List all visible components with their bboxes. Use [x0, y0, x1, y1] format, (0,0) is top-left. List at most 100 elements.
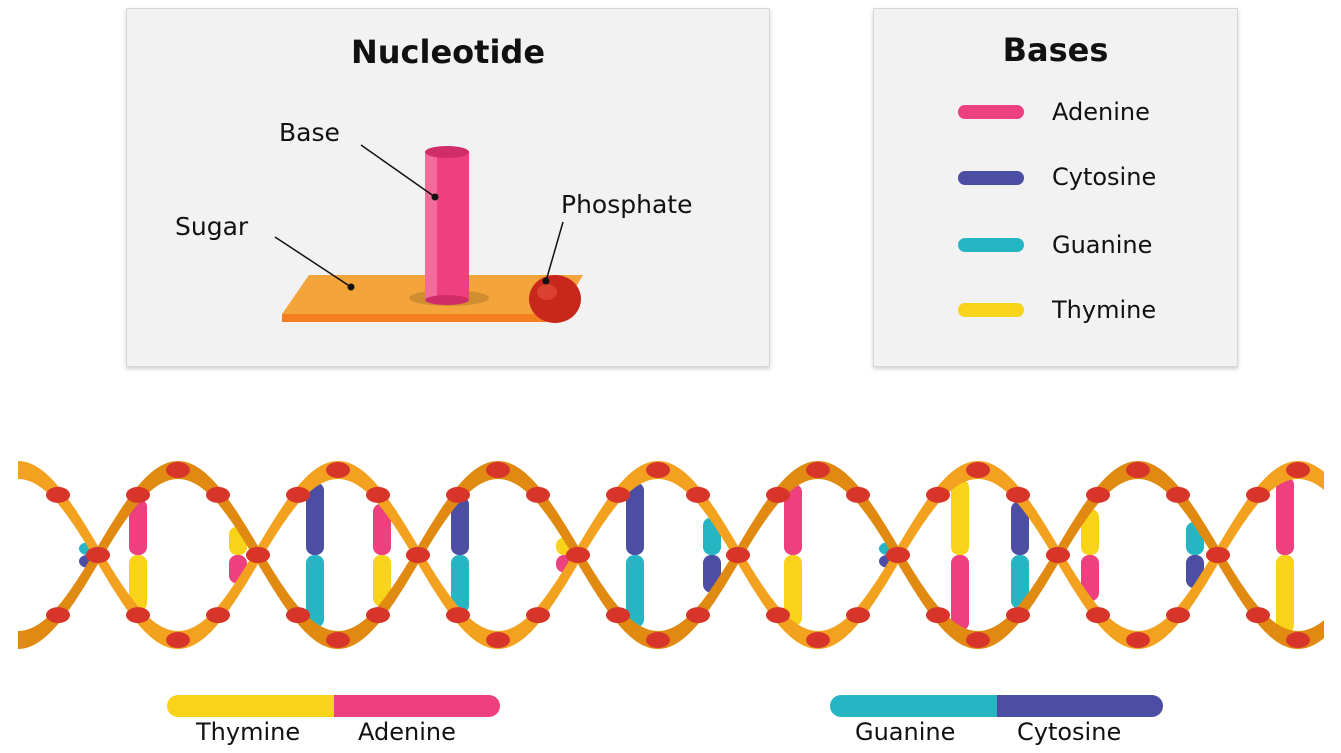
- phosphate-node: [766, 486, 790, 503]
- phosphate-node: [926, 607, 950, 624]
- rung-adenine: [1081, 555, 1099, 601]
- guanine-segment: [830, 695, 997, 717]
- nucleotide-title: Nucleotide: [350, 33, 546, 71]
- phosphate-node: [326, 462, 350, 478]
- phosphate-node: [206, 607, 230, 624]
- rung-adenine: [951, 555, 969, 631]
- adenine-label: Adenine: [1052, 98, 1150, 126]
- phosphate-node: [606, 607, 630, 624]
- phosphate-node: [646, 462, 670, 478]
- phosphate-node: [846, 607, 870, 624]
- rung-adenine: [1276, 476, 1294, 555]
- pair2-right-label: Cytosine: [1017, 718, 1122, 746]
- rung-cytosine: [1011, 501, 1029, 555]
- phosphate-node: [1006, 607, 1030, 624]
- phosphate-node: [1166, 607, 1190, 624]
- phosphate-node: [1086, 607, 1110, 624]
- phosphate-node: [1126, 632, 1150, 648]
- guanine-swatch: [958, 238, 1024, 252]
- rung-guanine: [626, 555, 644, 628]
- dna-double-helix: [18, 461, 1324, 649]
- phosphate-node: [566, 547, 590, 563]
- guanine-cytosine-pair-bar: [830, 695, 1163, 717]
- phosphate-node: [406, 547, 430, 563]
- phosphate-node: [366, 607, 390, 624]
- phosphate-node: [246, 547, 270, 563]
- phosphate-node: [806, 462, 830, 478]
- rung-adenine: [784, 484, 802, 555]
- phosphate-node: [166, 632, 190, 648]
- phosphate-node: [46, 486, 70, 503]
- thymine-swatch: [958, 303, 1024, 317]
- thymine-label: Thymine: [1052, 296, 1157, 324]
- rung-thymine: [1081, 509, 1099, 555]
- phosphate-node: [1086, 486, 1110, 503]
- bases-title: Bases: [1002, 31, 1109, 69]
- phosphate-node: [806, 632, 830, 648]
- phosphate-node: [446, 607, 470, 624]
- phosphate-node: [1126, 462, 1150, 478]
- phosphate-node: [726, 547, 750, 563]
- nucleotide-panel: Nucleotide Base Sugar Phosphate: [126, 8, 770, 367]
- phosphate-label: Phosphate: [561, 190, 693, 219]
- phosphate-node: [966, 462, 990, 478]
- phosphate-node: [166, 462, 190, 478]
- phosphate-node: [86, 547, 110, 563]
- phosphate-node: [286, 607, 310, 624]
- rung-adenine: [373, 503, 391, 555]
- cytosine-segment: [996, 695, 1163, 717]
- phosphate-node: [286, 486, 310, 503]
- rung-guanine: [1011, 555, 1029, 609]
- phosphate-ball: [529, 275, 581, 323]
- phosphate-node: [46, 607, 70, 624]
- phosphate-node: [646, 632, 670, 648]
- phosphate-node: [1046, 547, 1070, 563]
- rung-thymine: [784, 555, 802, 626]
- rung-thymine: [373, 555, 391, 607]
- rung-cytosine: [306, 482, 324, 555]
- rung-thymine: [1276, 555, 1294, 634]
- phosphate-node: [1166, 486, 1190, 503]
- phosphate-node: [1286, 462, 1310, 478]
- phosphate-node: [1246, 607, 1270, 624]
- rung-guanine: [306, 555, 324, 628]
- phosphate-node: [686, 486, 710, 503]
- sugar-label: Sugar: [175, 212, 249, 241]
- rung-cytosine: [626, 482, 644, 555]
- phosphate-node: [126, 486, 150, 503]
- rung-guanine: [451, 555, 469, 614]
- sugar-slab-edge: [282, 314, 560, 322]
- phosphate-node: [526, 486, 550, 503]
- thymine-segment: [167, 695, 334, 717]
- phosphate-node: [486, 632, 510, 648]
- phosphate-node: [926, 486, 950, 503]
- phosphate-node: [526, 607, 550, 624]
- rung-thymine: [129, 555, 147, 612]
- pair1-left-label: Thymine: [196, 718, 301, 746]
- phosphate-node: [486, 462, 510, 478]
- pair2-left-label: Guanine: [855, 718, 956, 746]
- adenine-segment: [333, 695, 500, 717]
- rung-adenine: [129, 498, 147, 555]
- phosphate-node: [886, 547, 910, 563]
- phosphate-node: [366, 486, 390, 503]
- phosphate-nodes: [46, 462, 1310, 648]
- thymine-adenine-pair-bar: [167, 695, 500, 717]
- base-label: Base: [279, 118, 340, 147]
- nucleotide-illustration: [274, 144, 583, 323]
- phosphate-node: [126, 607, 150, 624]
- phosphate-node: [446, 486, 470, 503]
- cytosine-label: Cytosine: [1052, 163, 1157, 191]
- guanine-label: Guanine: [1052, 231, 1153, 259]
- phosphate-node: [606, 486, 630, 503]
- phosphate-node: [686, 607, 710, 624]
- pair1-right-label: Adenine: [358, 718, 456, 746]
- bases-legend-panel: Bases Adenine Cytosine Guanine Thymine: [873, 8, 1238, 367]
- phosphate-node: [966, 632, 990, 648]
- rung-cytosine: [451, 496, 469, 555]
- phosphate-node: [326, 632, 350, 648]
- phosphate-node: [206, 486, 230, 503]
- phosphate-node: [1006, 486, 1030, 503]
- phosphate-node: [1286, 632, 1310, 648]
- phosphate-node: [1206, 547, 1230, 563]
